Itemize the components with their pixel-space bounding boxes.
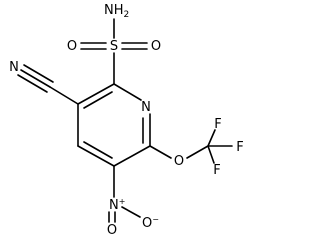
bond-ring-c2-n1 (113, 83, 142, 101)
ring-nitrogen-atom: N (141, 100, 151, 115)
bond-nitro-o-right (121, 206, 141, 218)
amine-label: NH2 (104, 3, 129, 20)
bond-cf3-f-top (207, 129, 216, 147)
bond-cf3-f-bottom (207, 145, 215, 164)
fluorine-top-atom: F (214, 117, 221, 132)
fluorine-bottom-atom: F (213, 163, 220, 178)
bond-ring-c6-c5 (113, 145, 151, 167)
bond-cn-triple-a (20, 69, 51, 88)
nitro-oxygen-right-main: O (142, 216, 152, 231)
bond-o-ether-cf3 (186, 145, 209, 159)
bond-ring-c5-c4 (77, 145, 115, 167)
atom-labels: NH2 S O O N N O F F F N+ O O− (9, 3, 244, 238)
amine-main: NH (104, 3, 124, 18)
nitro-oxygen-bottom-atom: O (107, 223, 117, 238)
ether-oxygen-atom: O (174, 154, 184, 169)
nitro-nitrogen-charge: + (119, 197, 126, 206)
bond-cn-triple-b (23, 64, 54, 83)
chemical-structure-diagram: NH2 S O O N N O F F F N+ O O− (9, 3, 244, 238)
bond-cn-triple-c (17, 74, 48, 93)
nitro-nitrogen-main: N (109, 198, 119, 213)
bond-c6-o-ether (149, 145, 172, 159)
sulfonyl-oxygen-left: O (67, 39, 77, 54)
bond-ring-c3-c2 (77, 83, 115, 105)
nitro-nitrogen-atom: N+ (109, 197, 125, 213)
bond-c3-cn (49, 86, 79, 105)
sulfur-atom: S (110, 39, 118, 54)
sulfonyl-oxygen-right: O (151, 39, 161, 54)
bond-ring-c5-c4-inner (83, 141, 113, 159)
fluorine-right-atom: F (236, 140, 243, 155)
amine-subscript: 2 (124, 10, 130, 20)
nitrile-nitrogen-atom: N (9, 60, 19, 75)
nitro-oxygen-right-charge: − (152, 215, 159, 224)
bonds (17, 18, 233, 223)
bond-ring-c3-c2-inner (83, 91, 113, 109)
nitro-oxygen-right-atom: O− (142, 215, 159, 231)
